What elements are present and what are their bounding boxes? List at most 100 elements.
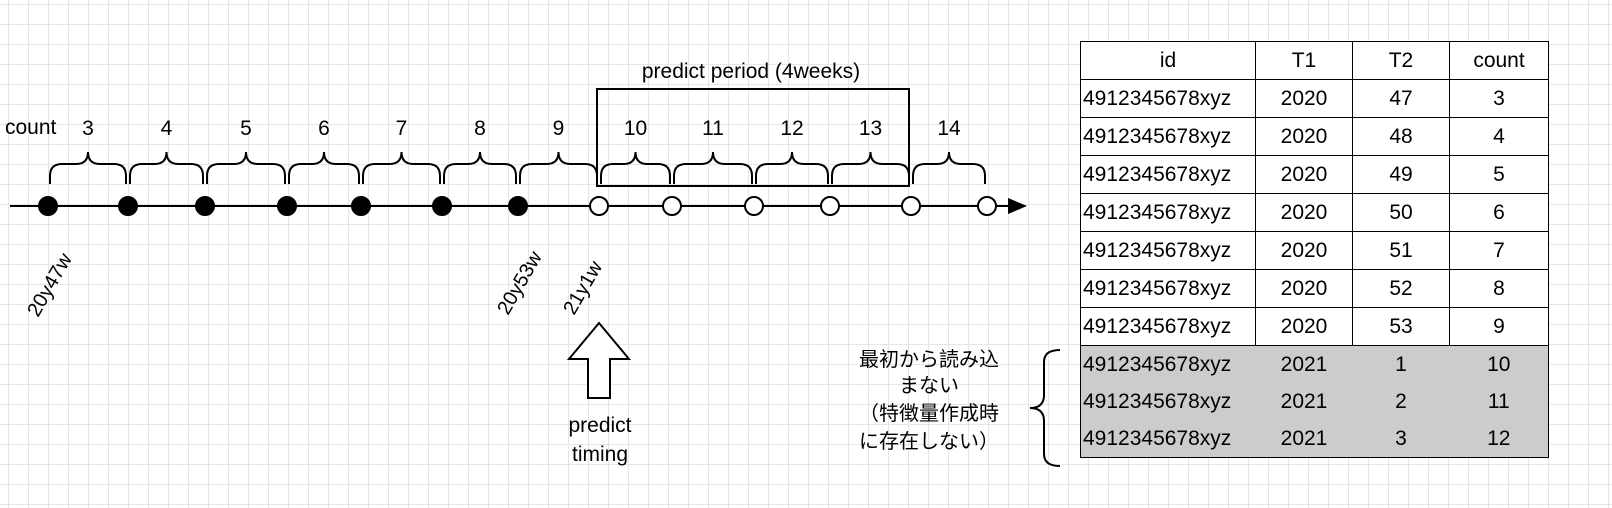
predict-timing-arrow-icon — [566, 321, 632, 399]
cell-t2: 3 — [1352, 420, 1450, 458]
week-count-label: 3 — [82, 117, 94, 140]
cell-t1: 2020 — [1255, 79, 1353, 118]
header-t2: T2 — [1352, 41, 1450, 80]
cell-t2: 2 — [1352, 383, 1450, 420]
observed-week-point — [351, 196, 371, 216]
observed-week-point — [118, 196, 138, 216]
week-brace — [129, 151, 204, 184]
cell-id: 4912345678xyz — [1080, 345, 1256, 383]
cell-count: 12 — [1449, 420, 1549, 458]
week-brace — [288, 151, 360, 184]
cell-t1: 2021 — [1255, 420, 1353, 458]
cell-t1: 2020 — [1255, 269, 1353, 308]
cell-t1: 2020 — [1255, 307, 1353, 346]
annotation-line-3: （特徴量作成時 — [859, 402, 999, 425]
cell-t2: 52 — [1352, 269, 1450, 308]
annotation-brace — [1029, 349, 1061, 467]
week-brace — [755, 151, 829, 184]
week-count-label: 12 — [780, 117, 803, 140]
week-brace — [600, 151, 671, 184]
predict-period-label: predict period (4weeks) — [642, 60, 860, 83]
cell-count: 8 — [1449, 269, 1549, 308]
cell-t1: 2020 — [1255, 117, 1353, 156]
week-count-label: 11 — [702, 117, 724, 140]
header-count: count — [1449, 41, 1549, 80]
week-count-label: 9 — [553, 117, 565, 140]
timeline-arrowhead — [1008, 198, 1027, 214]
cell-id: 4912345678xyz — [1080, 231, 1256, 270]
cell-t2: 48 — [1352, 117, 1450, 156]
week-brace — [831, 151, 910, 184]
observed-week-point — [38, 196, 58, 216]
header-t1: T1 — [1255, 41, 1353, 80]
cell-t2: 53 — [1352, 307, 1450, 346]
cell-count: 5 — [1449, 155, 1549, 194]
cell-count: 7 — [1449, 231, 1549, 270]
week-brace — [362, 151, 441, 184]
cell-t1: 2020 — [1255, 231, 1353, 270]
week-count-label: 6 — [318, 117, 330, 140]
cell-t2: 50 — [1352, 193, 1450, 232]
table-header-row: id T1 T2 count — [1080, 41, 1549, 80]
axis-label-21y1w: 21y1w — [559, 257, 607, 319]
cell-count: 11 — [1449, 383, 1549, 420]
cell-count: 10 — [1449, 345, 1549, 383]
observed-week-point — [432, 196, 452, 216]
annotation-line-1: 最初から読み込 — [859, 348, 999, 371]
future-week-point — [901, 196, 921, 216]
week-count-label: 4 — [161, 117, 173, 140]
annotation-line-2: まない — [899, 375, 959, 397]
week-count-label: 7 — [396, 117, 408, 140]
week-count-label: 14 — [937, 117, 961, 140]
count-label: count — [5, 116, 57, 139]
week-points — [38, 196, 997, 216]
week-brace — [206, 151, 286, 184]
cell-id: 4912345678xyz — [1080, 155, 1256, 194]
cell-id: 4912345678xyz — [1080, 307, 1256, 346]
week-brace — [912, 151, 986, 184]
predict-period-box — [596, 88, 910, 187]
week-brace — [519, 151, 598, 184]
cell-id: 4912345678xyz — [1080, 117, 1256, 156]
cell-t1: 2020 — [1255, 193, 1353, 232]
cell-t1: 2020 — [1255, 155, 1353, 194]
week-count-label: 8 — [474, 117, 486, 140]
observed-week-point — [195, 196, 215, 216]
cell-t2: 51 — [1352, 231, 1450, 270]
future-week-point — [662, 196, 682, 216]
cell-id: 4912345678xyz — [1080, 79, 1256, 118]
cell-count: 3 — [1449, 79, 1549, 118]
cell-count: 9 — [1449, 307, 1549, 346]
week-brace — [443, 151, 517, 184]
week-braces: 3 4 5 6 7 8 9 10 11 12 13 14 — [49, 117, 986, 184]
observed-week-point — [277, 196, 297, 216]
week-count-label: 10 — [624, 117, 647, 140]
future-week-point — [589, 196, 609, 216]
week-brace — [673, 151, 753, 184]
cell-id: 4912345678xyz — [1080, 420, 1256, 458]
week-count-label: 5 — [240, 117, 252, 140]
week-count-label: 13 — [859, 117, 882, 140]
cell-count: 4 — [1449, 117, 1549, 156]
future-week-point — [820, 196, 840, 216]
future-week-point — [744, 196, 764, 216]
cell-t1: 2021 — [1255, 383, 1353, 420]
axis-label-20y47w: 20y47w — [23, 249, 77, 320]
predict-timing-label-line2: timing — [572, 443, 628, 466]
header-id: id — [1080, 41, 1256, 80]
future-week-point — [977, 196, 997, 216]
cell-id: 4912345678xyz — [1080, 383, 1256, 420]
cell-id: 4912345678xyz — [1080, 269, 1256, 308]
cell-count: 6 — [1449, 193, 1549, 232]
cell-t2: 1 — [1352, 345, 1450, 383]
